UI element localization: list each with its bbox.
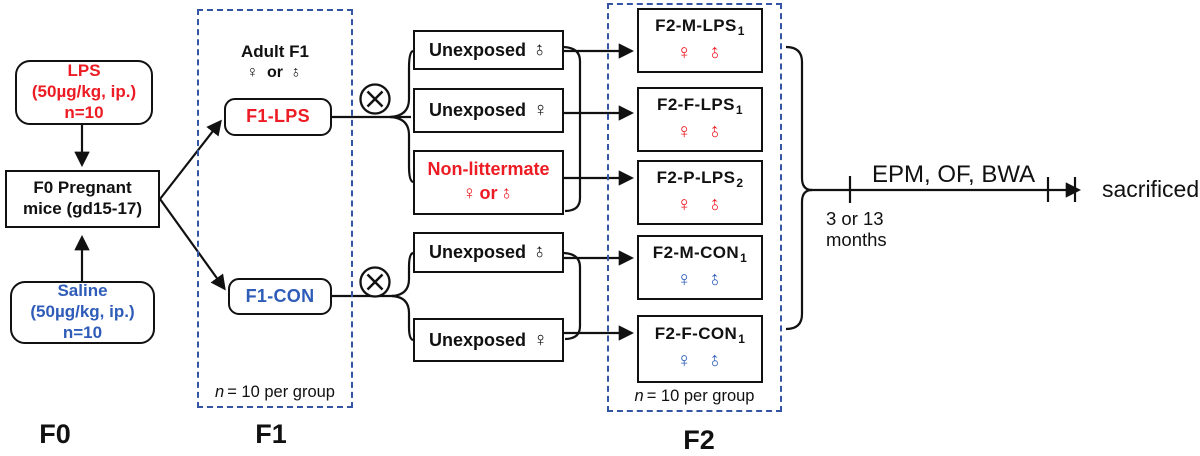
f1-con-label: F1-CON (245, 285, 315, 306)
saline-title: Saline (57, 281, 108, 301)
f1-sex-line: ♀ or ♂ (197, 62, 353, 84)
brace-f2-top (785, 45, 813, 192)
age-line2: months (826, 228, 887, 250)
mate-label: Unexposed (428, 242, 527, 263)
f2-group-name: F2-M-CON (652, 242, 740, 262)
line-f1lps-to-unexposed-male (389, 49, 414, 119)
f2-group-subscript: 1 (735, 102, 743, 117)
f1-lps-label: F1-LPS (246, 106, 310, 127)
mate-label: Unexposed (428, 329, 527, 350)
cross-mating-icon (359, 83, 391, 115)
saline-n: n=10 (62, 322, 103, 342)
male-icon: ♂ (286, 62, 307, 84)
f1-con-box: F1-CON (228, 278, 332, 315)
n-rest: = 10 per group (646, 387, 755, 405)
f0-pregnant-line2: mice (gd15-17) (22, 199, 143, 218)
arrow-f0-to-f1lps (159, 119, 222, 200)
f1-lps-box: F1-LPS (224, 98, 332, 136)
sacrificed-label: sacrificed (1102, 176, 1200, 202)
line-f1con-to-unexposed-male (391, 251, 414, 298)
f2-group-title: F2-P-LPS2 (656, 167, 744, 190)
male-icon: ♂ (701, 38, 729, 67)
female-icon: ♀ (676, 40, 692, 64)
f2-group-title: F2-M-CON1 (652, 242, 748, 265)
cross-mating-icon (359, 266, 391, 298)
f2-m-lps-box: F2-M-LPS1 ♀ ♂ (637, 8, 763, 73)
f2-group-subscript: 1 (738, 332, 746, 347)
f0-pregnant-box: F0 Pregnant mice (gd15-17) (5, 170, 160, 228)
n-symbol: n (215, 383, 225, 401)
lps-treatment-box: LPS (50µg/kg, ip.) n=10 (15, 60, 153, 125)
f2-group-name: F2-M-LPS (655, 15, 737, 35)
f2-p-lps-box: F2-P-LPS2 ♀ ♂ (637, 160, 763, 225)
male-icon: ♂ (701, 265, 729, 294)
female-icon: ♀ (533, 328, 549, 351)
f1-n-note: n= 10 per group (197, 383, 353, 402)
female-icon: ♀ (676, 119, 692, 143)
arrow-f0-to-f1con (159, 198, 226, 291)
unexposed-female-box-lps: Unexposed ♀ (413, 88, 564, 133)
f2-f-con-box: F2-F-CON1 ♀ ♂ (637, 315, 763, 383)
female-icon: ♀ (676, 192, 692, 216)
lps-n: n=10 (64, 102, 104, 122)
f2-m-con-box: F2-M-CON1 ♀ ♂ (637, 235, 763, 300)
n-rest: = 10 per group (227, 383, 335, 401)
f2-group-name: F2-F-LPS (657, 94, 735, 114)
f2-group-subscript: 2 (736, 175, 744, 190)
male-icon: ♂ (526, 239, 553, 266)
saline-treatment-box: Saline (50µg/kg, ip.) n=10 (10, 281, 155, 344)
adult-f1-title: Adult F1 (241, 42, 309, 61)
f2-group-title: F2-M-LPS1 (655, 15, 745, 38)
lps-title: LPS (67, 61, 101, 81)
f2-group-title: F2-F-LPS1 (657, 94, 743, 117)
line-f1lps-to-nonlittermate (389, 115, 414, 184)
f2-f-lps-box: F2-F-LPS1 ♀ ♂ (637, 87, 763, 152)
male-icon: ♂ (526, 37, 553, 64)
f2-group-outline (607, 3, 782, 412)
female-icon: ♀ (676, 349, 692, 373)
or-text: or (479, 182, 498, 203)
saline-dose: (50µg/kg, ip.) (30, 302, 135, 322)
male-icon: ♂ (701, 190, 729, 219)
line-f1con-to-unexposed-female (391, 294, 414, 342)
f2-group-name: F2-F-CON (654, 324, 738, 344)
f2-n-note: n= 10 per group (607, 387, 782, 406)
generation-label-f2: F2 (683, 425, 715, 455)
non-littermate-title: Non-littermate (427, 159, 550, 180)
collector-lps-mates (563, 45, 582, 213)
female-icon: ♀ (246, 64, 259, 81)
n-symbol: n (634, 387, 644, 405)
male-icon: ♂ (701, 347, 729, 375)
age-line1: 3 or 13 (826, 208, 884, 229)
brace-f2-bottom (785, 188, 813, 331)
female-icon: ♀ (462, 182, 477, 204)
unexposed-male-box-lps: Unexposed♂ (413, 30, 564, 70)
generation-label-f1: F1 (255, 419, 287, 449)
female-icon: ♀ (676, 267, 692, 291)
lps-dose: (50µg/kg, ip.) (31, 82, 137, 102)
f2-group-title: F2-F-CON1 (654, 324, 746, 347)
collector-con-mates (563, 251, 582, 341)
age-label: 3 or 13 months (826, 208, 887, 250)
f2-group-name: F2-P-LPS (656, 167, 736, 187)
male-icon: ♂ (701, 117, 729, 146)
behavior-tests-label: EPM, OF, BWA (872, 161, 1036, 188)
f2-group-subscript: 1 (737, 23, 745, 38)
or-text: or (267, 64, 283, 81)
unexposed-female-box-con: Unexposed ♀ (413, 318, 564, 362)
mate-label: Unexposed (428, 39, 527, 60)
non-littermate-box: Non-littermate ♀or♂ (413, 150, 564, 215)
f2-group-subscript: 1 (740, 250, 748, 265)
f1-group-outline (197, 9, 353, 408)
generation-label-f0: F0 (39, 419, 71, 449)
female-icon: ♀ (533, 99, 549, 122)
unexposed-male-box-con: Unexposed♂ (413, 232, 564, 273)
mate-label: Unexposed (428, 100, 527, 121)
f0-pregnant-line1: F0 Pregnant (33, 178, 132, 198)
